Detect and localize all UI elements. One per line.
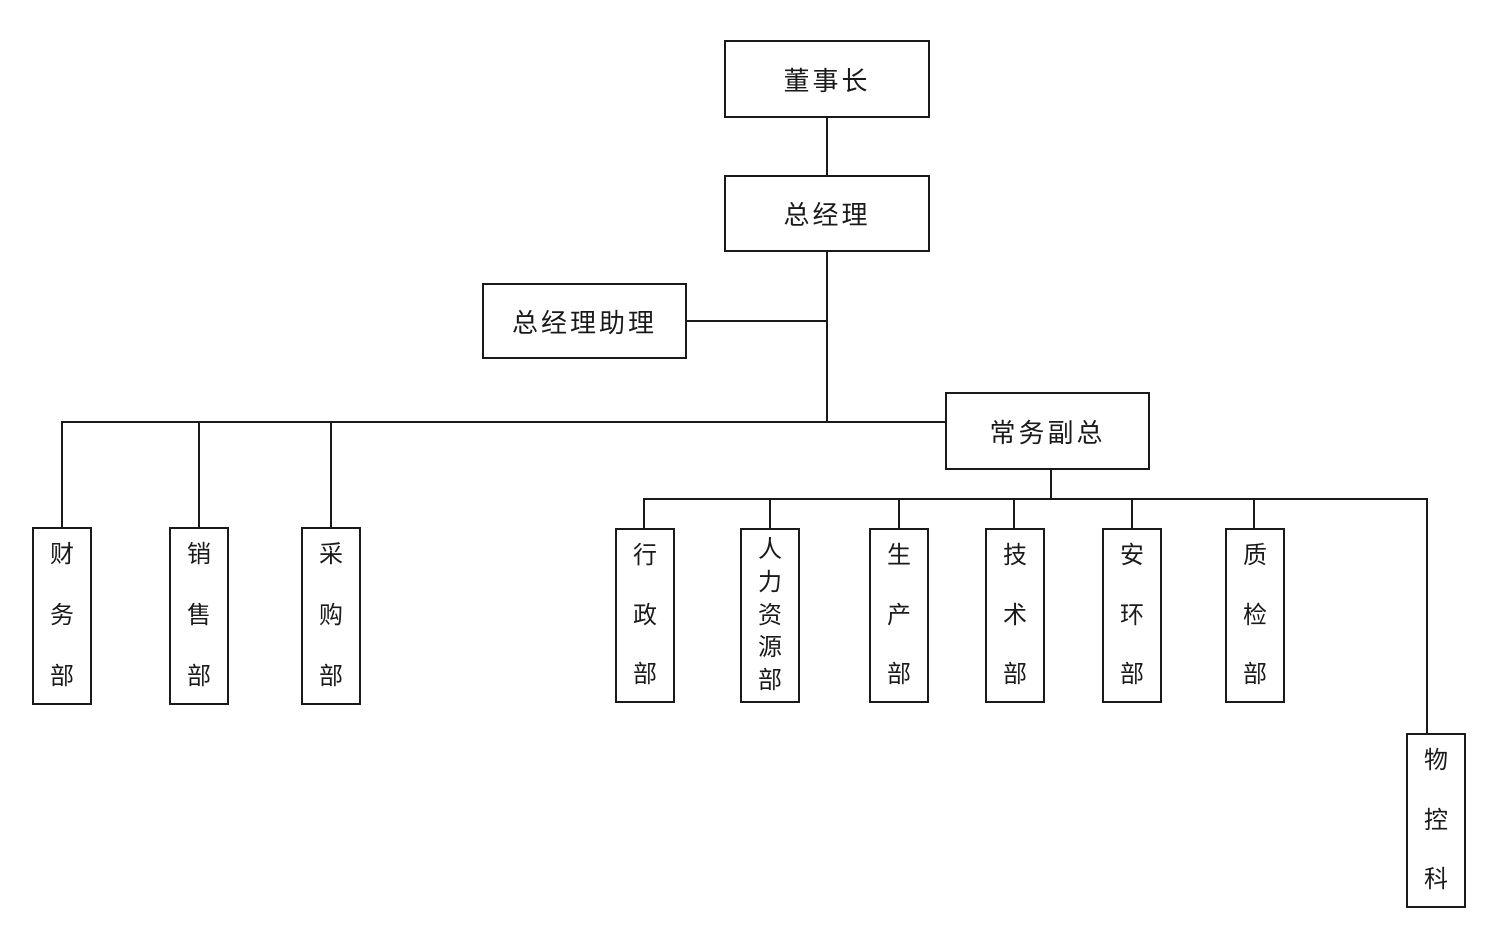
org-node-admin-dept: 行政部 [615, 528, 675, 703]
org-node-sales-dept-label: 销售部 [187, 542, 211, 690]
connector-chairman-to-gm [826, 118, 828, 175]
org-node-purchasing-dept: 采购部 [301, 527, 361, 705]
org-node-gm-assistant: 总经理助理 [482, 283, 687, 359]
org-node-finance-dept: 财务部 [32, 527, 92, 705]
connector-drop-material-control [1426, 498, 1428, 733]
org-node-admin-dept-label: 行政部 [633, 543, 657, 688]
connector-evp-drop [1050, 470, 1052, 500]
connector-drop-admin [643, 498, 645, 528]
org-node-safety-env-dept-label: 安环部 [1120, 543, 1144, 688]
org-node-executive-vice-president: 常务副总 [945, 392, 1150, 470]
connector-drop-technology [1013, 498, 1015, 528]
org-node-material-control-label: 物控科 [1424, 748, 1448, 893]
connector-evp-horizontal [643, 498, 1428, 500]
org-node-purchasing-dept-label: 采购部 [319, 542, 343, 690]
org-node-technology-dept: 技术部 [985, 528, 1045, 703]
connector-drop-purchasing [330, 421, 332, 527]
org-node-general-manager-label: 总经理 [783, 201, 871, 230]
connector-gm-assistant-branch [687, 320, 828, 322]
org-node-hr-dept-label: 人力资源部 [758, 537, 782, 694]
org-node-sales-dept: 销售部 [169, 527, 229, 705]
org-node-safety-env-dept: 安环部 [1102, 528, 1162, 703]
connector-drop-hr [769, 498, 771, 528]
org-node-production-dept-label: 生产部 [887, 543, 911, 688]
connector-drop-production [898, 498, 900, 528]
connector-gm-trunk [826, 252, 828, 423]
connector-drop-safety-env [1131, 498, 1133, 528]
org-node-quality-dept-label: 质检部 [1243, 543, 1267, 688]
connector-main-horizontal [61, 421, 945, 423]
org-node-gm-assistant-label: 总经理助理 [511, 308, 657, 338]
org-node-finance-dept-label: 财务部 [50, 542, 74, 690]
org-node-chairman-label: 董事长 [783, 66, 871, 96]
org-node-material-control: 物控科 [1406, 733, 1466, 908]
org-node-general-manager: 总经理 [724, 175, 930, 252]
org-node-chairman: 董事长 [724, 40, 930, 118]
org-node-technology-dept-label: 技术部 [1003, 543, 1027, 688]
connector-drop-finance [61, 421, 63, 527]
org-node-executive-vice-president-label: 常务副总 [989, 418, 1106, 448]
org-node-hr-dept: 人力资源部 [740, 528, 800, 703]
org-node-quality-dept: 质检部 [1225, 528, 1285, 703]
connector-drop-quality [1253, 498, 1255, 528]
connector-drop-sales [198, 421, 200, 527]
org-node-production-dept: 生产部 [869, 528, 929, 703]
